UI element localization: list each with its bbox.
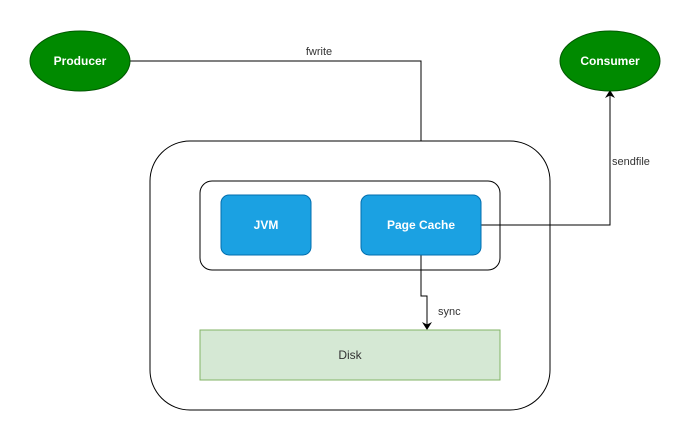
consumer-node xyxy=(559,30,661,92)
jvm-node-label: JVM xyxy=(254,218,279,232)
sendfile-edge-label: sendfile xyxy=(612,156,650,168)
fwrite-edge-label: fwrite xyxy=(306,46,332,58)
page-cache-node-label: Page Cache xyxy=(387,218,455,232)
fwrite-edge xyxy=(130,60,422,141)
sendfile-edge xyxy=(481,90,615,226)
consumer-node-label: Consumer xyxy=(580,54,640,68)
producer-node xyxy=(29,30,131,92)
producer-node-label: Producer xyxy=(54,54,107,68)
sync-edge xyxy=(420,255,432,330)
disk-node xyxy=(199,329,501,381)
sync-edge-label: sync xyxy=(438,306,461,318)
disk-node-label: Disk xyxy=(338,348,362,362)
jvm-node xyxy=(220,194,312,256)
page-cache-node xyxy=(360,194,482,256)
